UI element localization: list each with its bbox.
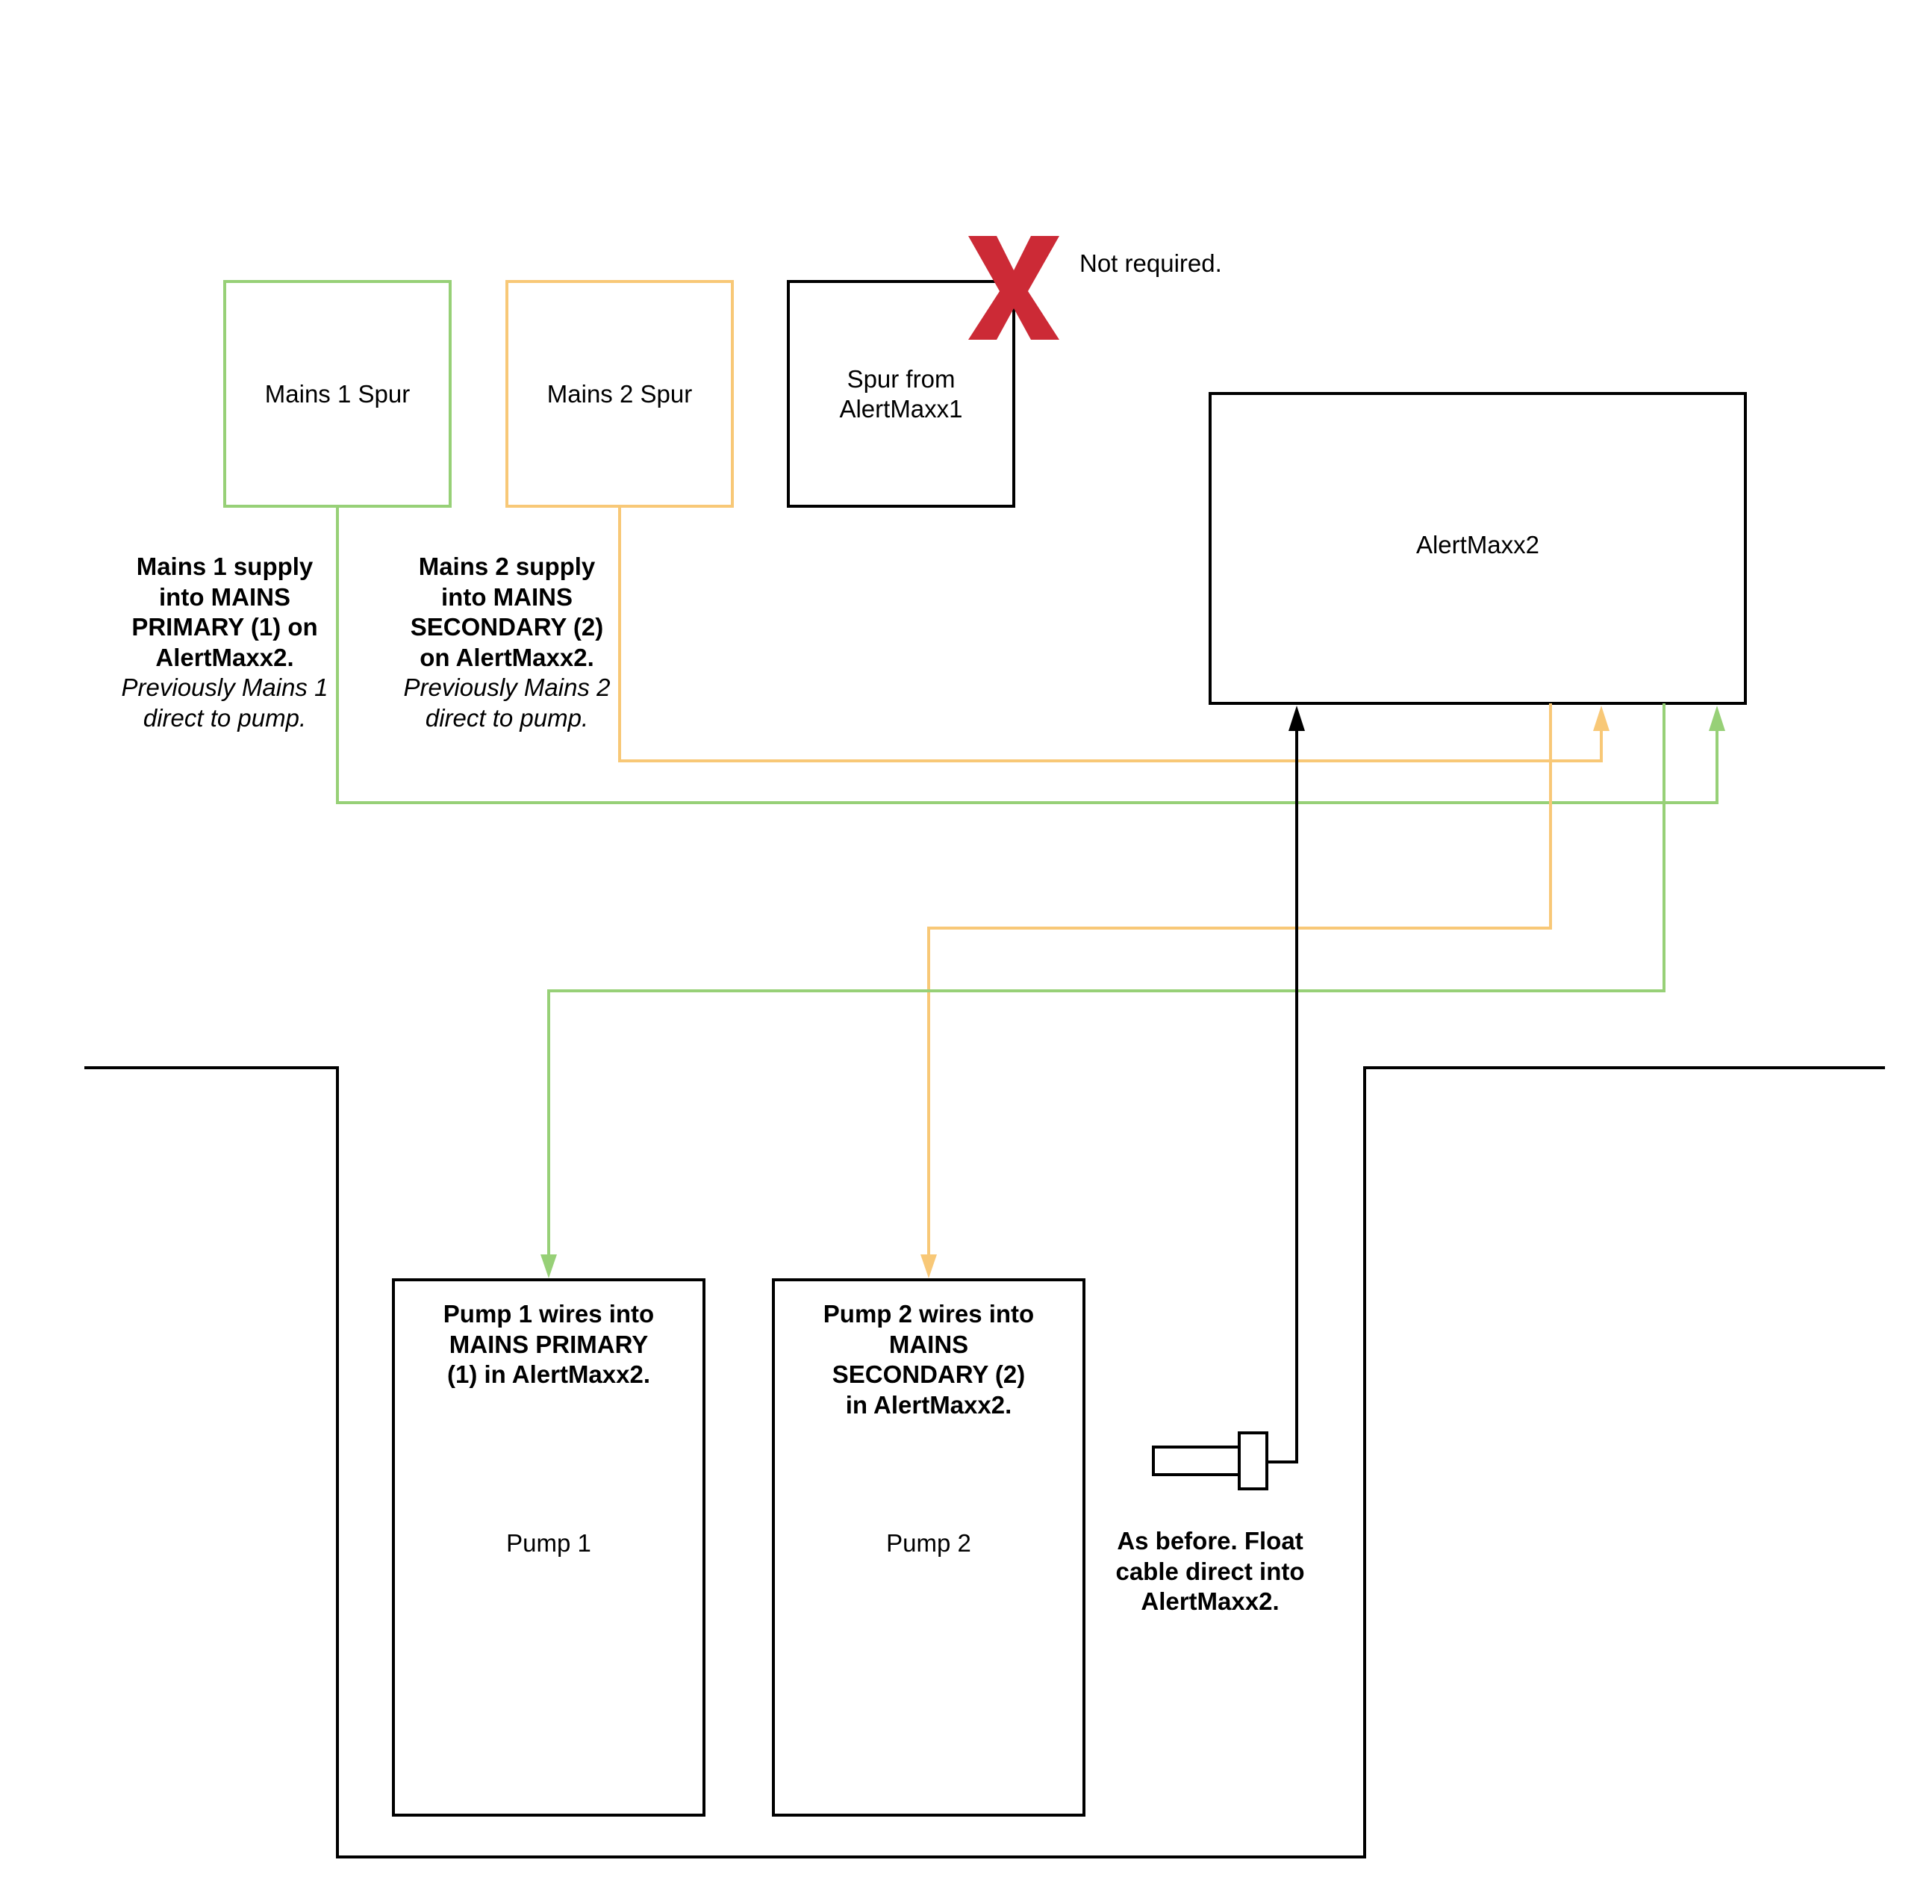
pump1-note: Pump 1 wires into MAINS PRIMARY (1) in A…	[440, 1299, 657, 1390]
mains2-supply-arrowhead	[1593, 706, 1610, 731]
mains2-note-bold: Mains 2 supply into MAINS SECONDARY (2) …	[410, 553, 604, 671]
spur-alertmaxx1-box[interactable]	[787, 280, 1015, 508]
pump2-box[interactable]	[772, 1278, 1085, 1817]
pump1-wire-line	[547, 703, 1665, 1262]
pump1-note-text: Pump 1 wires into MAINS PRIMARY (1) in A…	[443, 1300, 655, 1388]
pump1-box[interactable]	[392, 1278, 705, 1817]
pump2-note-text: Pump 2 wires into MAINS SECONDARY (2) in…	[823, 1300, 1035, 1419]
mains2-supply-line	[618, 506, 1603, 762]
alertmaxx2-box[interactable]	[1209, 392, 1747, 705]
alertmaxx2-label: AlertMaxx2	[1415, 531, 1540, 559]
mains2-note-italic: Previously Mains 2 direct to pump.	[403, 673, 611, 732]
mains2-note: Mains 2 supply into MAINS SECONDARY (2) …	[402, 552, 612, 733]
float-switch-icon	[1152, 1431, 1268, 1490]
not-required-note: Not required.	[1079, 249, 1222, 277]
mains1-note-bold: Mains 1 supply into MAINS PRIMARY (1) on…	[131, 553, 318, 671]
x-mark-icon	[968, 236, 1059, 340]
float-cable-arrowhead	[1288, 706, 1305, 731]
pump2-wire-arrowhead	[920, 1254, 937, 1278]
float-note: As before. Float cable direct into Alert…	[1105, 1526, 1315, 1617]
pump1-label: Pump 1	[506, 1529, 591, 1557]
pump2-note: Pump 2 wires into MAINS SECONDARY (2) in…	[820, 1299, 1038, 1420]
mains1-note: Mains 1 supply into MAINS PRIMARY (1) on…	[119, 552, 330, 733]
float-note-text: As before. Float cable direct into Alert…	[1115, 1527, 1305, 1615]
pit-outline	[84, 1066, 1885, 1858]
pump2-label: Pump 2	[886, 1529, 971, 1557]
mains1-note-italic: Previously Mains 1 direct to pump.	[121, 673, 328, 732]
spur-alertmaxx1-label: Spur from AlertMaxx1	[839, 364, 963, 423]
pump2-wire-line	[927, 703, 1552, 1262]
float-cable-line	[1267, 726, 1298, 1463]
mains1-spur-label: Mains 1 Spur	[264, 379, 411, 408]
pump1-wire-arrowhead	[540, 1254, 557, 1278]
mains1-supply-line	[336, 506, 1718, 804]
mains2-spur-label: Mains 2 Spur	[546, 379, 693, 408]
mains1-supply-arrowhead	[1709, 706, 1725, 731]
